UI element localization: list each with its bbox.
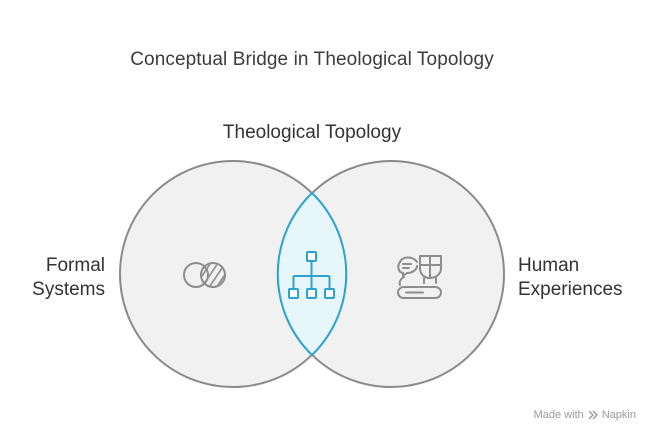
left-label-line-2: Systems <box>32 279 105 300</box>
overlapping-circles-icon <box>183 262 226 288</box>
diagram-title: Conceptual Bridge in Theological Topolog… <box>130 49 494 70</box>
right-label-line-1: Human <box>518 255 580 276</box>
left-circle-label: Formal Systems <box>32 254 105 302</box>
left-label-line-1: Formal <box>45 255 105 276</box>
napkin-logo-icon <box>588 410 598 420</box>
chat-brain-icon <box>397 255 442 299</box>
made-with-text: Made with <box>533 409 584 421</box>
footer-attribution[interactable]: Made with Napkin <box>534 409 636 421</box>
intersection-outline <box>276 191 348 357</box>
right-circle-label: Human Experiences <box>518 254 623 302</box>
intersection-label: Theological Topology <box>222 122 402 143</box>
brand-name: Napkin <box>601 409 636 421</box>
hierarchy-tree-icon <box>288 251 335 299</box>
right-label-line-2: Experiences <box>518 279 623 300</box>
